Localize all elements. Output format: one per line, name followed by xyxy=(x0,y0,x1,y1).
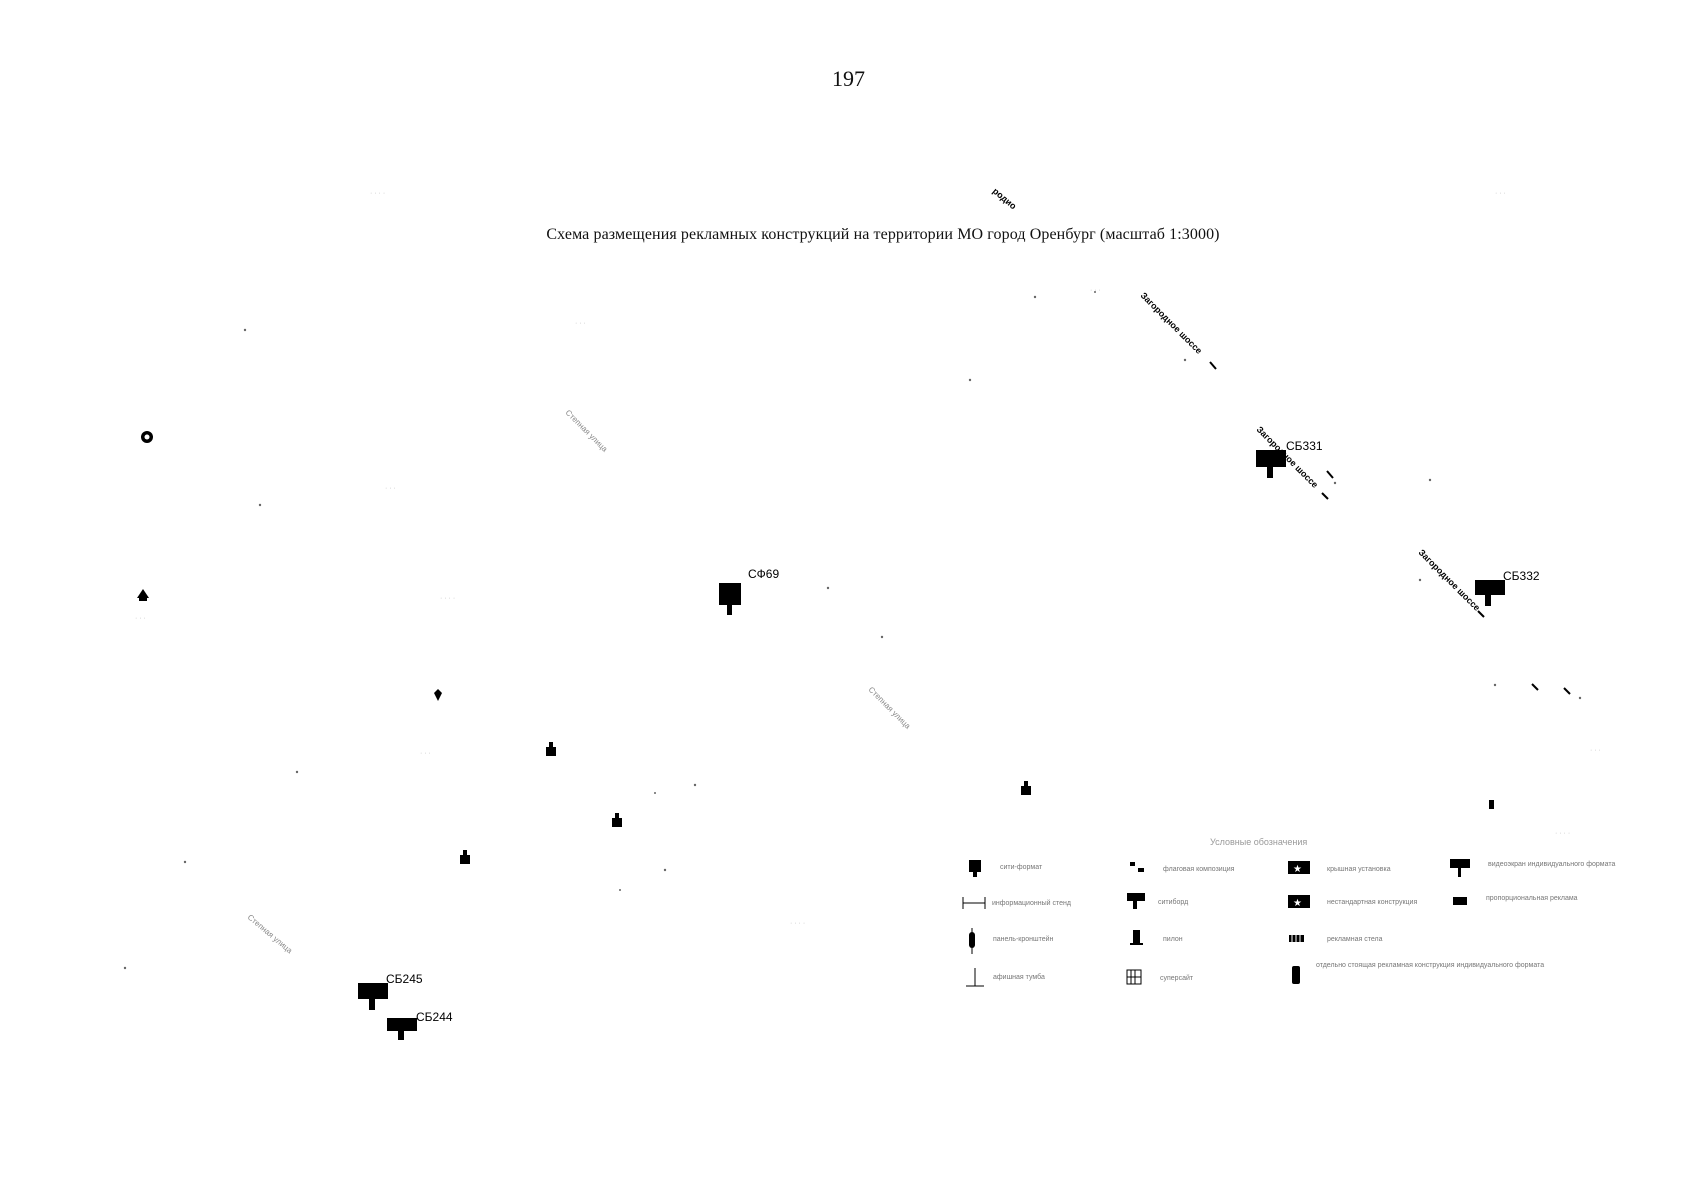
sign-label: СБ245 xyxy=(386,972,423,986)
svg-text:панель-кронштейн: панель-кронштейн xyxy=(993,935,1054,943)
svg-text:★: ★ xyxy=(1293,864,1302,875)
svg-text:информационный стенд: информационный стенд xyxy=(992,899,1071,907)
ad-stele-icon xyxy=(1289,935,1304,942)
svg-text:пропорциональная реклама: пропорциональная реклама xyxy=(1486,895,1578,902)
svg-text:ситиборд: ситиборд xyxy=(1158,898,1188,906)
sign-SB244[interactable]: СБ244 xyxy=(387,1010,453,1040)
svg-text:видеоэкран индивидуального фор: видеоэкран индивидуального формата xyxy=(1488,861,1615,868)
weight-icon xyxy=(612,813,622,827)
siti-format-icon xyxy=(969,860,981,877)
poi-symbols xyxy=(137,431,1494,864)
faint-map-labels: · · · · · · · · · · · · · · · · · · · · … xyxy=(135,190,1601,927)
svg-text:афишная тумба: афишная тумба xyxy=(993,973,1045,981)
svg-text:рекламная стела: рекламная стела xyxy=(1327,936,1383,943)
flag-composition-icon xyxy=(1130,862,1144,872)
svg-text:★: ★ xyxy=(1293,898,1302,909)
individual-format-icon xyxy=(1292,966,1300,984)
svg-text:· · ·: · · · xyxy=(135,615,146,622)
sign-SB245[interactable]: СБ245 xyxy=(358,972,423,1010)
street-label: Степная улица xyxy=(564,408,610,454)
sign-label: СФ69 xyxy=(748,567,779,581)
non-standard-icon: ★ xyxy=(1288,895,1310,909)
svg-text:сити-формат: сити-формат xyxy=(1000,864,1043,871)
svg-text:· · ·: · · · xyxy=(1495,190,1506,197)
sign-label: СБ331 xyxy=(1286,439,1323,453)
roof-installation-icon: ★ xyxy=(1288,861,1310,875)
map-title: Схема размещения рекламных конструкций н… xyxy=(546,226,1220,243)
weight-icon xyxy=(546,742,556,756)
street-label: Загородное шоссе xyxy=(1417,547,1483,613)
svg-text:суперсайт: суперсайт xyxy=(1160,974,1194,982)
page-number: 197 xyxy=(832,66,865,91)
small-building-icon xyxy=(1489,800,1494,809)
street-label: родио xyxy=(991,186,1019,212)
svg-text:· · ·: · · · xyxy=(575,320,586,327)
road-arrows xyxy=(1209,361,1571,695)
svg-text:· · · ·: · · · · xyxy=(370,190,385,197)
svg-text:· · · ·: · · · · xyxy=(1555,830,1570,837)
panel-bracket-icon xyxy=(969,928,975,954)
sign-label: СБ244 xyxy=(416,1010,453,1024)
svg-text:отдельно стоящая рекламная кон: отдельно стоящая рекламная конструкция и… xyxy=(1316,962,1544,969)
landmark-icon xyxy=(137,589,149,601)
svg-text:пилон: пилон xyxy=(1163,936,1183,943)
svg-text:крышная установка: крышная установка xyxy=(1327,866,1391,873)
svg-text:· · · ·: · · · · xyxy=(790,920,805,927)
svg-text:· · ·: · · · xyxy=(1090,287,1101,294)
video-screen-icon xyxy=(1450,859,1470,877)
poster-pillar-icon xyxy=(966,968,984,987)
sitiboard-icon xyxy=(1127,893,1145,909)
street-label: Загородное шоссе xyxy=(1139,290,1205,356)
svg-text:нестандартная конструкция: нестандартная конструкция xyxy=(1327,899,1417,906)
weight-icon xyxy=(460,850,470,864)
svg-text:· · · ·: · · · · xyxy=(440,595,455,602)
supersite-icon xyxy=(1126,969,1142,985)
svg-text:· · ·: · · · xyxy=(420,750,431,757)
legend-title: Условные обозначения xyxy=(1210,837,1307,847)
info-stand-icon xyxy=(962,897,986,909)
proportional-ad-icon xyxy=(1453,897,1467,905)
weight-icon xyxy=(1021,781,1031,795)
pylon-icon xyxy=(1130,930,1143,945)
sign-SB331[interactable]: СБ331 xyxy=(1256,439,1323,478)
street-label: Степная улица xyxy=(246,913,295,956)
map-background-marks xyxy=(123,291,1582,970)
street-label: Степная улица xyxy=(867,685,913,731)
shield-icon xyxy=(434,689,442,701)
landmark-icon xyxy=(141,431,153,443)
svg-text:· · ·: · · · xyxy=(385,485,396,492)
sign-SB332[interactable]: СБ332 xyxy=(1475,569,1540,606)
svg-text:флаговая композиция: флаговая композиция xyxy=(1163,866,1235,873)
svg-text:· · ·: · · · xyxy=(1590,747,1601,754)
sign-label: СБ332 xyxy=(1503,569,1540,583)
legend: Условные обозначения сити-формат флагова… xyxy=(962,837,1615,987)
sign-SF69[interactable]: СФ69 xyxy=(719,567,779,615)
